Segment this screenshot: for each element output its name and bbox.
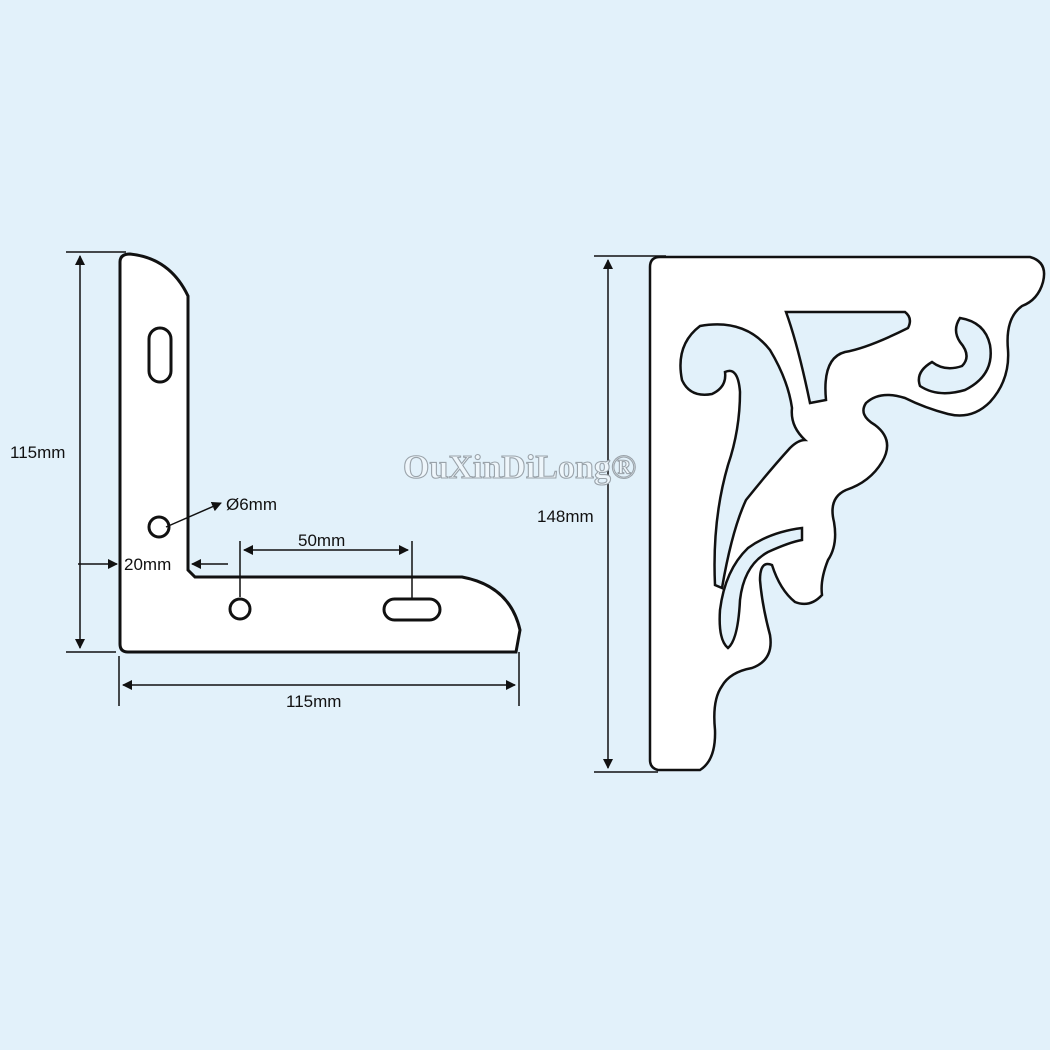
spacing-label: 50mm xyxy=(298,531,345,550)
round-hole-base xyxy=(228,597,252,621)
hole-diameter-label: Ø6mm xyxy=(226,495,277,514)
l-bracket-outline xyxy=(118,252,522,654)
bracket-height-label: 148mm xyxy=(537,507,594,526)
cutout-leaf-scroll xyxy=(679,323,809,590)
vertical-slot-hole xyxy=(147,326,173,384)
width-label: 115mm xyxy=(286,692,341,711)
thickness-label: 20mm xyxy=(124,555,171,574)
cutout-crescent xyxy=(917,316,992,395)
l-bracket xyxy=(118,252,522,654)
cutout-upper-arch xyxy=(784,310,912,405)
watermark-logo: OuXinDiLong® xyxy=(403,449,636,486)
decorative-bracket xyxy=(648,255,1046,772)
l-bracket-dimensions xyxy=(66,251,520,706)
decorative-bracket-dimensions xyxy=(594,255,666,773)
cutout-inner-curve xyxy=(718,526,804,650)
hole-leader-arrow xyxy=(165,502,222,528)
round-hole-upright xyxy=(147,515,171,539)
l-bracket-labels: 115mm 115mm Ø6mm 20mm 50mm xyxy=(10,443,345,711)
height-label: 115mm xyxy=(10,443,65,462)
